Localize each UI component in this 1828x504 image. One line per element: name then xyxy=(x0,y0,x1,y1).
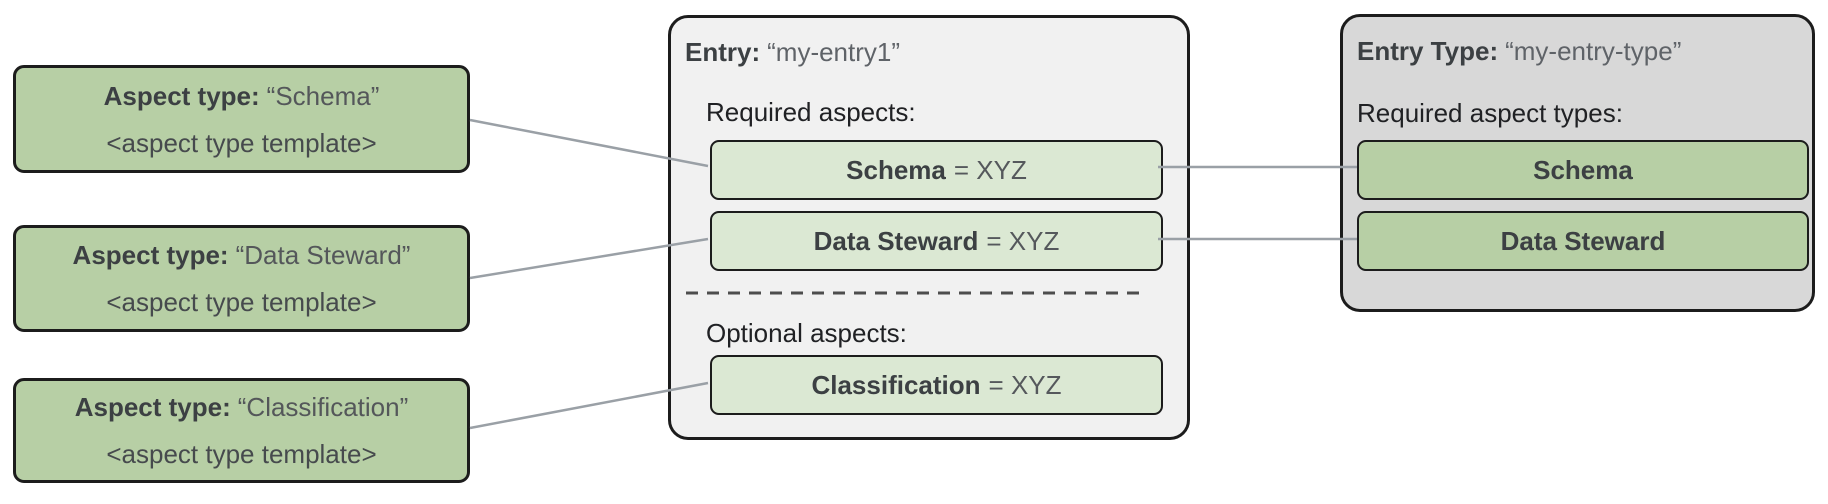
entry-label: Entry: xyxy=(685,37,761,67)
entry-type-aspect-schema: Schema xyxy=(1357,140,1809,200)
aspect-type-template: <aspect type template> xyxy=(106,127,377,158)
aspect-type-template: <aspect type template> xyxy=(106,439,377,469)
entry-title: Entry:“my-entry1” xyxy=(685,37,900,67)
aspect-type-name: Schema xyxy=(1533,154,1633,185)
aspect-type-box-classification: Aspect type:“Classification” <aspect typ… xyxy=(13,378,470,483)
aspect-value: = XYZ xyxy=(953,154,1027,185)
aspect-type-label: Aspect type: xyxy=(74,392,231,422)
required-aspect-types-heading: Required aspect types: xyxy=(1357,98,1623,128)
aspect-type-label: Aspect type: xyxy=(103,80,260,111)
entry-type-label: Entry Type: xyxy=(1357,36,1499,66)
aspect-name: Data Steward xyxy=(813,225,979,256)
aspect-type-title: Aspect type:“Classification” xyxy=(75,392,409,422)
entry-name: “my-entry1” xyxy=(767,37,901,67)
aspect-type-box-data-steward: Aspect type:“Data Steward” <aspect type … xyxy=(13,225,470,332)
entry-box: Entry:“my-entry1” Required aspects: Sche… xyxy=(668,15,1190,440)
aspect-value: = XYZ xyxy=(986,225,1060,256)
entry-aspect-schema: Schema= XYZ xyxy=(710,140,1163,200)
aspect-type-box-schema: Aspect type:“Schema” <aspect type templa… xyxy=(13,65,470,173)
optional-aspects-heading: Optional aspects: xyxy=(706,318,907,348)
aspect-name: Schema xyxy=(846,154,946,185)
aspect-type-name: “Schema” xyxy=(266,80,380,111)
aspect-type-name: Data Steward xyxy=(1500,225,1666,256)
required-aspects-heading: Required aspects: xyxy=(706,97,916,127)
entry-aspect-classification: Classification= XYZ xyxy=(710,355,1163,415)
aspect-type-template: <aspect type template> xyxy=(106,287,377,317)
aspect-name: Classification xyxy=(811,369,981,400)
entry-type-name: “my-entry-type” xyxy=(1505,36,1682,66)
aspect-type-title: Aspect type:“Data Steward” xyxy=(73,240,411,270)
entry-aspect-data-steward: Data Steward= XYZ xyxy=(710,211,1163,271)
entry-type-box: Entry Type:“my-entry-type” Required aspe… xyxy=(1340,14,1815,312)
aspect-type-name: “Classification” xyxy=(237,392,409,422)
aspect-type-name: “Data Steward” xyxy=(235,240,411,270)
aspect-value: = XYZ xyxy=(988,369,1062,400)
entry-type-aspect-data-steward: Data Steward xyxy=(1357,211,1809,271)
entry-type-title: Entry Type:“my-entry-type” xyxy=(1357,36,1681,66)
aspect-type-label: Aspect type: xyxy=(72,240,229,270)
aspect-type-title: Aspect type:“Schema” xyxy=(104,81,380,111)
